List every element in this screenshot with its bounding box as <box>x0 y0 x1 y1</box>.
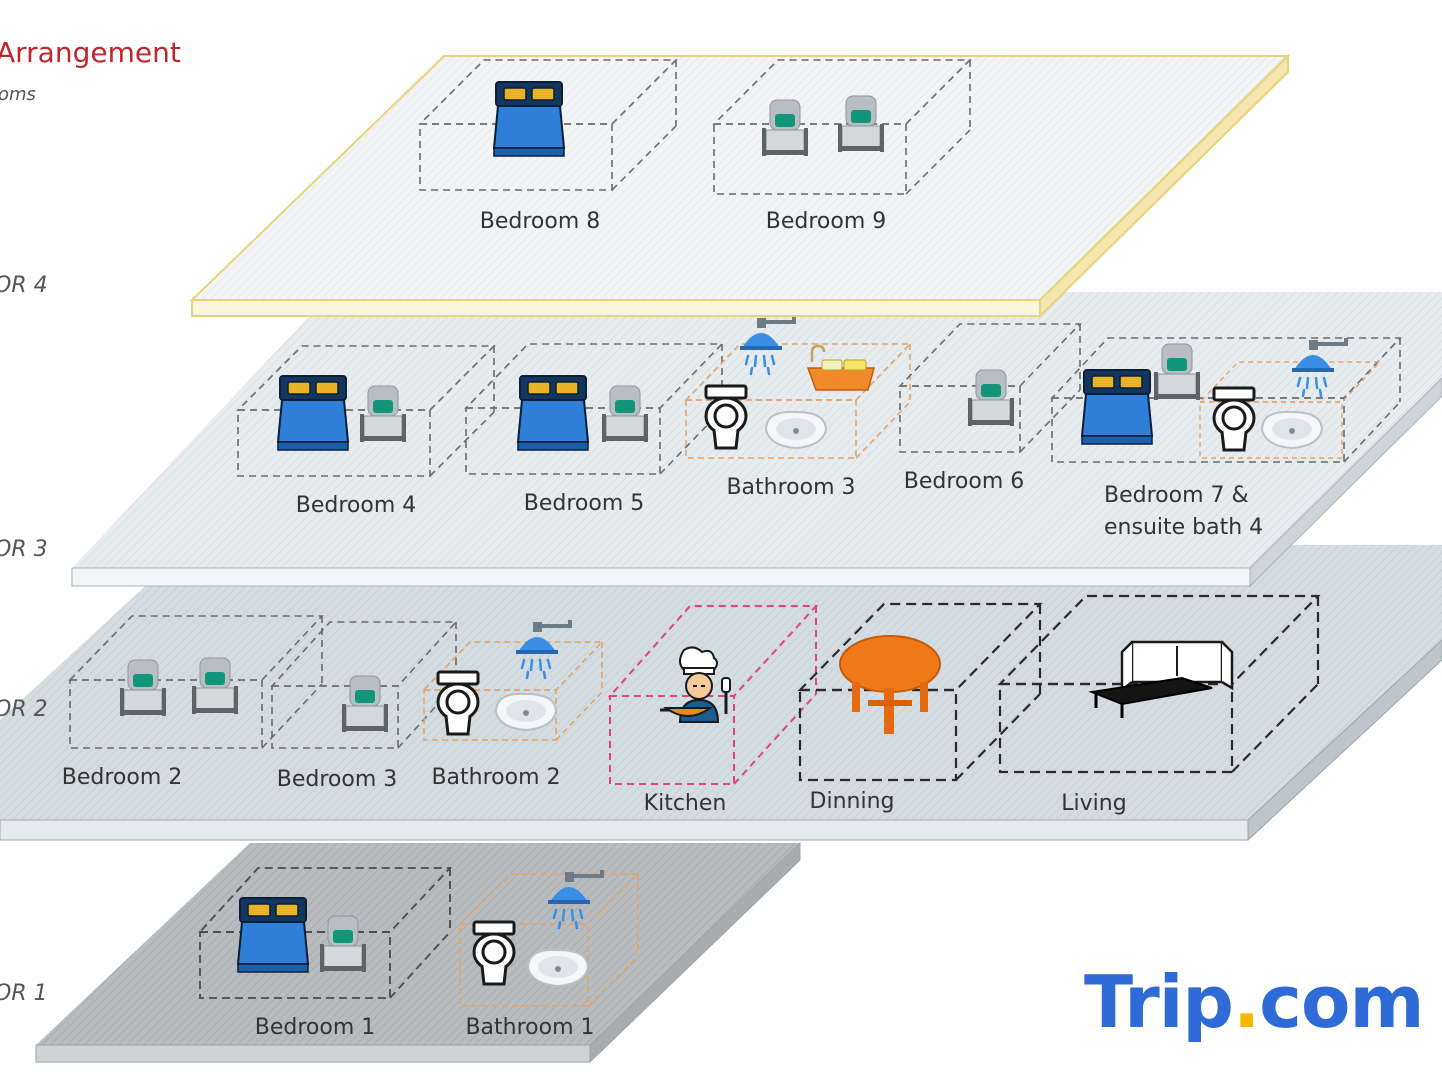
room-label: Bedroom 2 <box>62 765 183 790</box>
sink-icon <box>1261 410 1323 449</box>
room-label: Bathroom 3 <box>726 475 855 500</box>
double-bed-icon <box>237 897 309 973</box>
room-label: Bedroom 4 <box>296 493 417 518</box>
floor-label: OR 1 <box>0 981 48 1006</box>
room-label: Living <box>1061 791 1126 816</box>
brand-dot: . <box>1232 960 1260 1044</box>
sink-icon <box>765 410 827 449</box>
room-label: Kitchen <box>644 791 727 816</box>
room-label: Bathroom 2 <box>431 765 560 790</box>
brand-word: Trip <box>1084 960 1234 1044</box>
bathroom-2-box <box>422 641 604 741</box>
diagram-title: Arrangement <box>0 36 181 69</box>
room-label: Bedroom 3 <box>277 767 398 792</box>
floor-4-plate <box>189 53 1291 319</box>
ensuite-bath-4-box <box>1198 361 1382 459</box>
floor-label: OR 2 <box>0 697 48 722</box>
bathroom-3-box <box>684 343 912 459</box>
room-label: Bathroom 1 <box>465 1015 594 1040</box>
room-label: ensuite bath 4 <box>1104 515 1263 540</box>
bedroom-9-box <box>712 59 972 195</box>
bathroom-1-box <box>458 873 640 1007</box>
diagram-subtitle: oms <box>0 84 36 105</box>
room-label: Bedroom 9 <box>766 209 887 234</box>
floor-1-plate <box>35 841 801 1064</box>
room-label: Bedroom 7 & <box>1104 483 1249 508</box>
double-bed-icon <box>277 375 349 451</box>
double-bed-icon <box>493 81 565 157</box>
room-label: Bedroom 8 <box>480 209 601 234</box>
kitchen-box <box>607 605 819 785</box>
sink-icon <box>495 692 557 731</box>
room-label: Dinning <box>810 789 895 814</box>
double-bed-icon <box>1081 369 1153 445</box>
floor-3-plate <box>71 292 1442 588</box>
floor-label: OR 3 <box>0 537 48 562</box>
trip-com-logo: Trip.com <box>1084 966 1424 1038</box>
room-label: Bedroom 5 <box>524 491 645 516</box>
living-box <box>997 594 1321 774</box>
bedroom-6-box <box>898 323 1082 453</box>
room-label: Bedroom 6 <box>904 469 1025 494</box>
floor-label: OR 4 <box>0 273 48 298</box>
double-bed-icon <box>517 375 589 451</box>
brand-suffix: com <box>1259 960 1424 1044</box>
room-label: Bedroom 1 <box>255 1015 376 1040</box>
sink-icon <box>527 948 589 987</box>
